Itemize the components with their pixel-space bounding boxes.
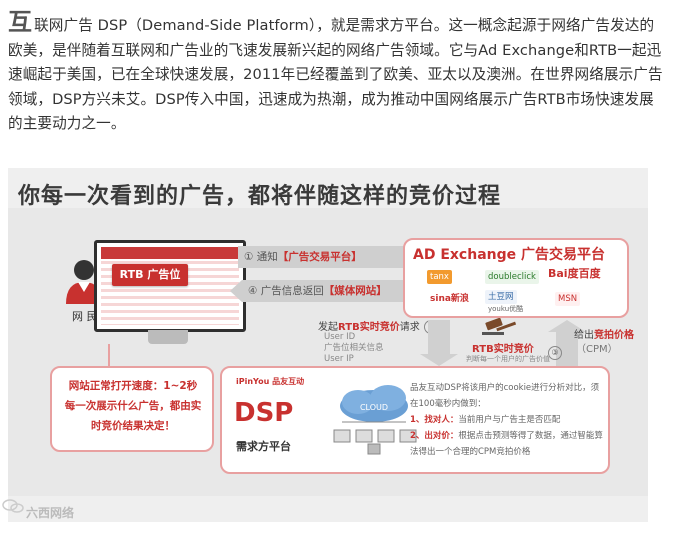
step3-circle: ③ (548, 346, 562, 360)
bid-item-slot-info: 广告位相关信息 (324, 343, 384, 354)
webpage-screen (101, 247, 239, 325)
rtb-bid-label: RTB实时竞价 (472, 340, 534, 355)
bid-request-label: 发起RTB实时竞价请求 (318, 318, 420, 333)
callout-connector (108, 344, 110, 368)
dsp-desc-item1: 1、找对人：当前用户与广告主是否匹配 (410, 412, 604, 428)
bid-request-items: User ID 广告位相关信息 User IP (324, 332, 384, 365)
dsp-box: iPinYou 品友互动 DSP 需求方平台 CLOUD 品友互动DSP将该用户… (220, 366, 610, 474)
dsp-desc-item1-label: 1、找对人： (410, 415, 458, 425)
paragraph-text: 联网广告 DSP（Demand-Side Platform），就是需求方平台。这… (8, 17, 663, 132)
dsp-desc-item2: 2、出对价：根据点击预测等得了数据，通过智能算法得出一个合理的CPM竞拍价格 (410, 428, 604, 460)
gavel-icon (480, 318, 520, 336)
step-notify: ① 通知【广告交易平台】 (238, 246, 408, 268)
speed-note-box: 网站正常打开速度：1~2秒 每一次展示什么广告，都由实时竞价结果决定！ (50, 366, 214, 452)
arrow-down-icon (428, 320, 450, 354)
dropcap: 互 (8, 8, 32, 36)
dsp-description: 品友互动DSP将该用户的cookie进行分析对比，须在100毫秒内做到： 1、找… (410, 380, 604, 460)
ad-exchange-title: AD Exchange 广告交易平台 (413, 244, 605, 264)
tanx-logo: tanx (427, 270, 452, 284)
price-label: 给出竞拍价格 (574, 326, 644, 341)
bid-item-user-ip: User IP (324, 354, 384, 365)
dsp-desc-intro: 品友互动DSP将该用户的cookie进行分析对比，须在100毫秒内做到： (410, 380, 604, 412)
step2-number: ④ (248, 285, 257, 297)
ipinyou-logo: iPinYou 品友互动 (236, 376, 304, 387)
ad-exchange-box: AD Exchange 广告交易平台 tanx doubleclick Bai度… (403, 238, 629, 318)
step2-text: 广告信息返回 (261, 285, 324, 297)
arrow-left-icon (230, 280, 242, 302)
sina-logo: sina新浪 (427, 292, 472, 306)
step1-number: ① (244, 251, 253, 263)
doubleclick-logo: doubleclick (485, 270, 539, 284)
step1-text: 通知 (257, 251, 278, 263)
figure-title: 你每一次看到的广告，都将伴随这样的竞价过程 (18, 178, 501, 210)
cloud-label: CLOUD (360, 403, 388, 412)
msn-logo: MSN (555, 292, 580, 306)
dsp-desc-item2-label: 2、出对价： (410, 431, 458, 441)
step-return: ④ 广告信息返回【媒体网站】 (242, 280, 406, 302)
article-paragraph: 互联网广告 DSP（Demand-Side Platform），就是需求方平台。… (8, 10, 668, 137)
rtb-process-figure: 你每一次看到的广告，都将伴随这样的竞价过程 网 民 RTB 广告位 ① 通知【广… (8, 168, 648, 522)
dsp-title: DSP (234, 398, 293, 428)
bid-item-user-id: User ID (324, 332, 384, 343)
monitor-stand (148, 330, 188, 344)
step1-highlight: 【广告交易平台】 (278, 251, 362, 263)
wechat-watermark-icon (2, 498, 24, 514)
watermark: 六西网络 (26, 504, 74, 521)
youku-logo: youku优酷 (485, 302, 526, 316)
baidu-logo: Bai度百度 (545, 267, 604, 281)
dsp-desc-item1-text: 当前用户与广告主是否匹配 (458, 415, 560, 425)
bid-request-suffix: 请求 (400, 322, 420, 333)
speed-note-text: 网站正常打开速度：1~2秒 每一次展示什么广告，都由实时竞价结果决定！ (62, 376, 204, 436)
step2-highlight: 【媒体网站】 (324, 285, 387, 297)
monitor-icon (94, 240, 246, 332)
rtb-bid-sub: 判断每一个用户的广告价值 (466, 354, 550, 364)
dsp-subtitle: 需求方平台 (236, 438, 291, 454)
rtb-ad-slot-badge: RTB 广告位 (112, 264, 188, 286)
price-unit: （CPM） (576, 340, 618, 355)
